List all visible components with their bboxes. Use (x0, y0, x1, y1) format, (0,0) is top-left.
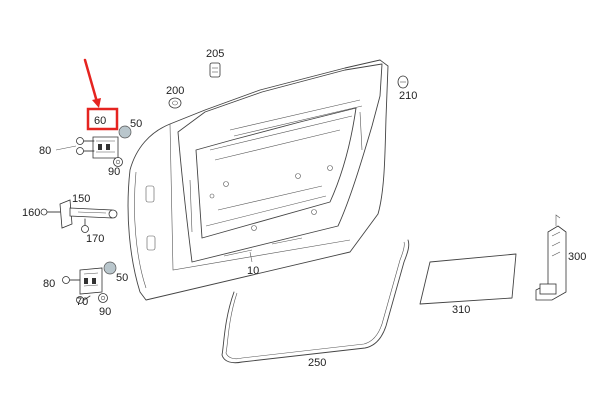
clip-210 (397, 75, 409, 89)
label-250: 250 (308, 357, 326, 369)
label-90-lower: 90 (99, 306, 111, 318)
highlight-box (86, 107, 119, 131)
label-60: 60 (94, 115, 106, 127)
door-shell (127, 59, 389, 301)
label-50-lower: 50 (116, 272, 128, 284)
bolt-80-lower (62, 276, 81, 284)
upper-hinge-group (76, 125, 132, 167)
label-10: 10 (247, 265, 259, 277)
label-300: 300 (568, 251, 586, 263)
label-170: 170 (86, 233, 104, 245)
bracket-300 (535, 214, 567, 301)
highlight-arrow-head (92, 98, 101, 108)
label-90-upper: 90 (108, 166, 120, 178)
lower-hinge-group (62, 261, 117, 304)
label-50-upper: 50 (130, 118, 142, 130)
label-200: 200 (166, 85, 184, 97)
label-150: 150 (72, 193, 90, 205)
label-70: 70 (76, 296, 88, 308)
highlight-arrow-shaft (83, 58, 99, 104)
clip-205 (209, 62, 221, 78)
seal-250 (221, 239, 410, 364)
label-80-lower: 80 (43, 278, 55, 290)
leader-80-upper (55, 145, 77, 151)
leader-10 (249, 251, 253, 263)
grommet-200 (168, 97, 182, 109)
label-210: 210 (399, 90, 417, 102)
bolt-70 (76, 295, 91, 304)
bolt-80-upper (76, 137, 95, 155)
label-310: 310 (452, 304, 470, 316)
film-310 (419, 253, 517, 305)
label-80-upper: 80 (39, 145, 51, 157)
label-160: 160 (22, 207, 40, 219)
door-check-150 (40, 199, 118, 233)
label-205: 205 (206, 48, 224, 60)
